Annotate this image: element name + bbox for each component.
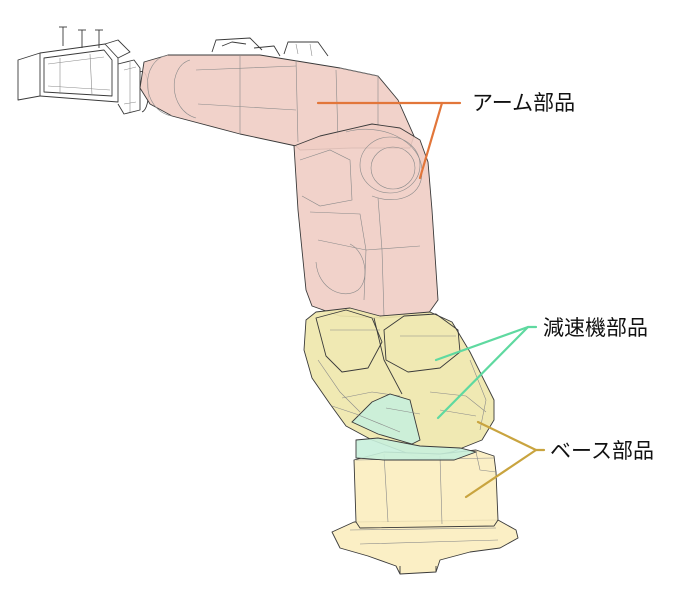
reducer-leader-lines <box>434 325 538 420</box>
arm-leader-lines <box>316 101 462 180</box>
arm-parts-label: アーム部品 <box>472 91 576 115</box>
base-plate <box>331 519 519 575</box>
reducer-parts-label: 減速機部品 <box>543 316 648 340</box>
base-parts-label: ベース部品 <box>550 439 654 463</box>
gripper-assembly <box>17 26 150 115</box>
base-parts <box>331 437 519 575</box>
arm-upper <box>293 123 439 319</box>
reducer-housing <box>303 307 495 459</box>
arm-parts <box>139 37 439 319</box>
base-leader-lines <box>464 420 546 499</box>
reducer-parts <box>303 307 495 459</box>
reducer-inner <box>351 393 421 445</box>
